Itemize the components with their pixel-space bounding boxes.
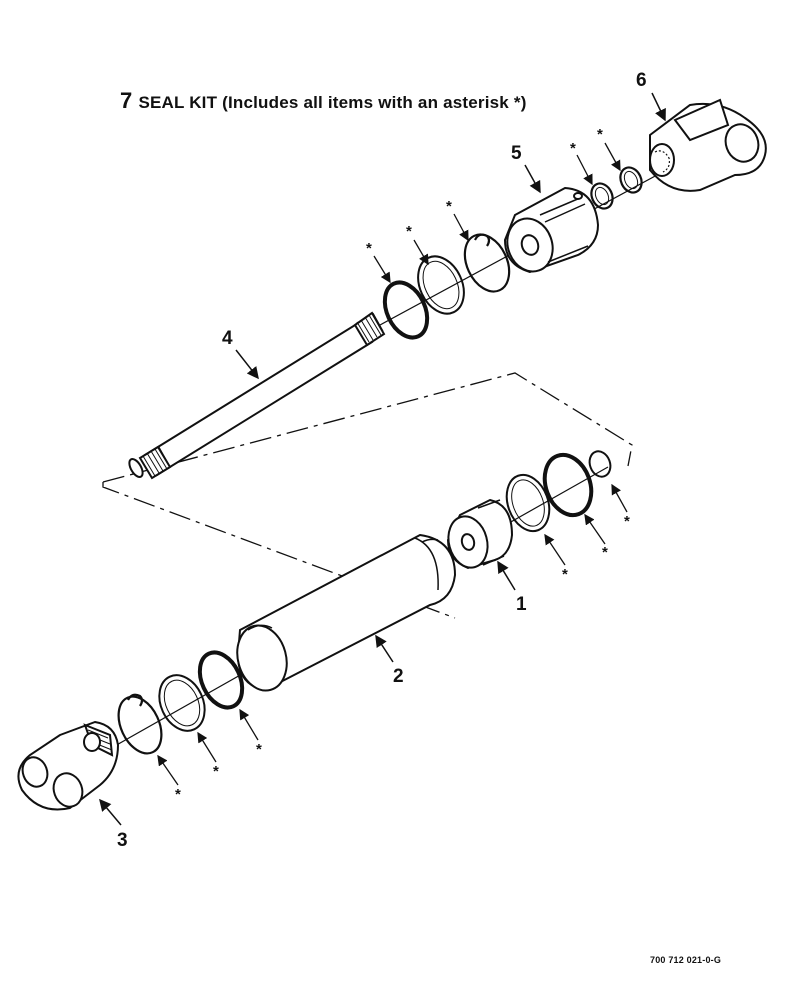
gland	[503, 186, 600, 274]
asterisk-label: *	[624, 513, 630, 530]
o-ring-upper-large	[382, 280, 430, 340]
leader-star-h	[544, 533, 566, 566]
backup-ring-upper	[417, 255, 465, 315]
leader-5	[524, 164, 541, 194]
clevis-upper	[649, 98, 767, 192]
leader-star-c	[453, 213, 469, 242]
o-ring-lower-right-large	[542, 452, 594, 518]
asterisk-label: *	[366, 240, 372, 257]
asterisk-label: *	[406, 223, 412, 240]
clevis-lower	[17, 720, 120, 811]
asterisk-label: *	[256, 741, 262, 758]
leader-star-b	[576, 154, 593, 186]
asterisk-label: *	[446, 198, 452, 215]
callout-2: 2	[393, 666, 404, 687]
backup-ring-lower-left	[158, 674, 206, 732]
leader-6	[651, 92, 666, 122]
leader-star-e	[373, 255, 391, 284]
leader-star-j	[197, 731, 217, 763]
seal-kit-number: 7	[120, 88, 133, 113]
leader-star-d	[413, 239, 429, 266]
o-ring-upper-small-2	[590, 182, 614, 210]
leader-star-g	[584, 513, 606, 545]
piston	[446, 498, 514, 570]
callout-4: 4	[222, 328, 233, 349]
leader-2	[375, 634, 394, 663]
asterisk-label: *	[175, 786, 181, 803]
leader-star-k	[157, 754, 179, 786]
callout-3: 3	[117, 830, 128, 851]
asterisk-label: *	[570, 140, 576, 157]
seal-kit-title: 7 SEAL KIT (Includes all items with an as…	[120, 88, 527, 114]
o-ring-upper-small-1	[619, 166, 643, 194]
leader-1	[497, 560, 516, 591]
snap-ring-upper	[463, 233, 511, 293]
leader-3	[99, 798, 122, 826]
leader-star-f	[611, 483, 628, 513]
cylinder-barrel	[236, 533, 457, 692]
asterisk-label: *	[562, 566, 568, 583]
o-ring-lower-left-large	[197, 650, 245, 710]
o-ring-lower-right-small	[588, 450, 612, 478]
snap-ring-lower	[117, 693, 163, 755]
asterisk-label: *	[597, 126, 603, 143]
drawing-number: 700 712 021-0-G	[650, 955, 722, 965]
leader-star-i	[239, 708, 259, 741]
piston-rod	[128, 311, 386, 480]
seal-kit-text: SEAL KIT (Includes all items with an ast…	[138, 93, 527, 112]
asterisk-label: *	[213, 763, 219, 780]
assembly-dash-outline-lower	[102, 482, 456, 619]
callout-6: 6	[636, 70, 647, 91]
leader-star-a	[604, 142, 621, 172]
assembly-dash-outline	[102, 372, 633, 483]
asterisk-label: *	[602, 544, 608, 561]
callout-1: 1	[516, 594, 527, 615]
callout-5: 5	[511, 143, 522, 164]
leader-4	[235, 349, 259, 380]
